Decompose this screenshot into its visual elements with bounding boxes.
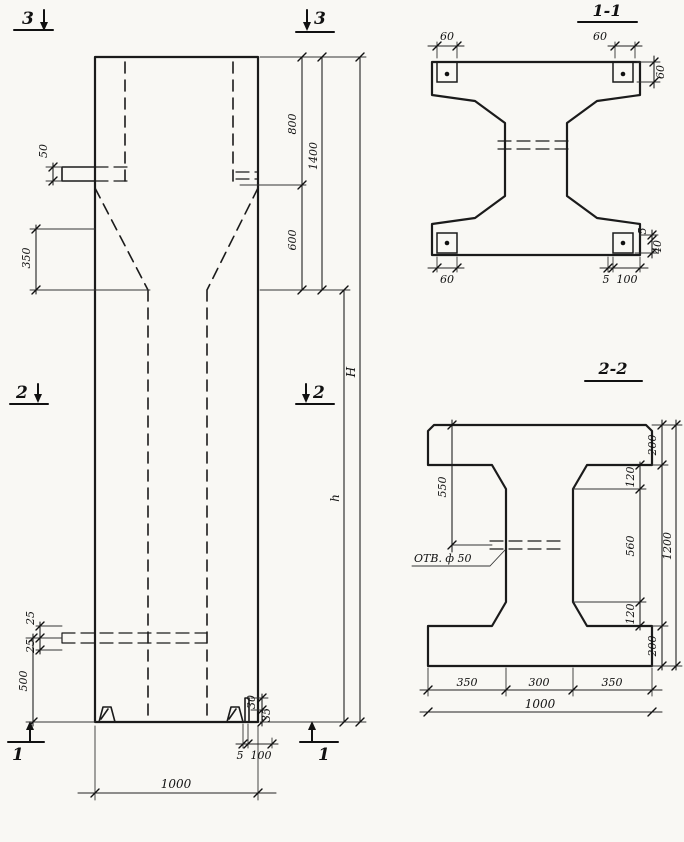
dim-100-plate: 100 — [251, 749, 272, 762]
arrow-down-icon — [40, 22, 48, 31]
corbel-hidden-edges — [94, 166, 259, 182]
section-marker-2-left: 2 — [9, 383, 49, 405]
dim-35-foot: 35 — [260, 708, 273, 722]
elevation-view: 3 3 2 2 1 — [7, 9, 367, 801]
dim-60-plate-side: 60 — [654, 65, 667, 79]
plate-top-left — [436, 61, 458, 83]
dim-350-right: 350 — [602, 676, 623, 689]
dim-5-edge: 5 — [636, 228, 649, 235]
dim-60-plate-bl: 60 — [440, 273, 454, 286]
arrow-down-icon — [34, 394, 42, 403]
dim-350-taper: 350 — [20, 248, 33, 269]
dim-H: H — [344, 366, 358, 378]
dim-5-plate: 5 — [237, 749, 244, 762]
section-2-2-extension-lines — [427, 424, 683, 697]
anchor-dot — [620, 71, 626, 77]
marker-1-left-label: 1 — [12, 745, 24, 765]
dim-30-foot: 30 — [245, 695, 258, 709]
arrow-up-icon — [308, 721, 316, 730]
section-2-2-outline — [426, 423, 654, 668]
dim-5-gap: 5 — [603, 273, 610, 286]
dim-200-flange-top: 200 — [646, 435, 659, 457]
marker-2-left-label: 2 — [15, 383, 28, 403]
section-1-1: 1-1 60 60 60 60 5 100 5 40 — [427, 1, 667, 286]
section-1-1-outline — [430, 60, 642, 257]
section-2-2-hole-hidden — [489, 540, 561, 550]
elevation-dimension-ticks — [28, 52, 365, 798]
dim-60-plate-tl: 60 — [440, 30, 454, 43]
anchor-dot — [620, 240, 626, 246]
dim-h: h — [328, 494, 342, 502]
dim-1000-width-section: 1000 — [525, 697, 556, 711]
dim-1200-height: 1200 — [661, 532, 674, 560]
dim-300-center: 300 — [529, 676, 550, 689]
section-2-2: 2-2 ОТВ. ф 50 550 200 120 560 120 200 12… — [411, 359, 683, 717]
section-marker-2-right: 2 — [295, 383, 335, 405]
hole-callout-leader — [411, 549, 506, 567]
section-marker-3-left: 3 — [13, 9, 54, 31]
section-1-1-extension-lines — [436, 41, 661, 273]
hole-callout-label: ОТВ. ф 50 — [414, 552, 472, 565]
dim-500-base: 500 — [17, 671, 30, 692]
section-1-1-title: 1-1 — [593, 1, 622, 20]
dim-1400: 1400 — [307, 142, 320, 170]
elevation-extension-lines — [25, 56, 367, 801]
hidden-edges — [94, 61, 259, 717]
dim-200-flange-bottom: 200 — [646, 636, 659, 658]
dim-25-bottom: 25 — [24, 639, 37, 654]
section-2-2-dimension-lines — [419, 419, 677, 713]
plate-top-right — [612, 61, 634, 83]
section-2-2-dimension-ticks — [423, 420, 681, 717]
dim-800: 800 — [286, 114, 299, 135]
section-marker-1-right: 1 — [299, 721, 339, 765]
section-2-2-title: 2-2 — [598, 359, 628, 378]
dim-600: 600 — [286, 230, 299, 251]
marker-3-right-label: 3 — [314, 9, 326, 29]
dim-560-web: 560 — [624, 536, 637, 557]
marker-3-left-label: 3 — [22, 9, 34, 29]
section-marker-1-left: 1 — [7, 721, 45, 765]
section-marker-3-right: 3 — [295, 9, 335, 33]
dim-1000-width: 1000 — [161, 777, 192, 791]
anchor-dot — [444, 71, 450, 77]
column-outline — [93, 55, 260, 724]
dim-50-corbel: 50 — [37, 144, 50, 158]
corbel-outline — [61, 166, 96, 182]
hole-callout: ОТВ. ф 50 — [411, 549, 506, 567]
column-feet — [98, 697, 250, 723]
anchor-dot — [444, 240, 450, 246]
dim-120-taper-bottom: 120 — [624, 604, 637, 625]
embedded-plates — [436, 61, 634, 254]
base-hole-hidden-edges — [61, 632, 208, 644]
marker-1-right-label: 1 — [318, 745, 330, 765]
plate-bottom-left — [436, 232, 458, 254]
section-1-1-dimension-lines — [427, 45, 655, 269]
dim-100-plate-b: 100 — [617, 273, 638, 286]
dim-60-plate-tr: 60 — [593, 30, 607, 43]
dim-40-edge: 40 — [651, 240, 664, 255]
section-1-1-hole-hidden — [497, 140, 575, 150]
plate-bottom-right — [612, 232, 634, 254]
arrow-down-icon — [303, 22, 311, 31]
marker-2-right-label: 2 — [312, 383, 325, 403]
dim-120-taper-top: 120 — [624, 467, 637, 488]
section-1-1-dimension-ticks — [432, 41, 659, 273]
arrow-down-icon — [302, 394, 310, 403]
dim-550-upper: 550 — [436, 477, 449, 498]
dim-350-left: 350 — [457, 676, 478, 689]
dim-25-top: 25 — [24, 611, 37, 626]
